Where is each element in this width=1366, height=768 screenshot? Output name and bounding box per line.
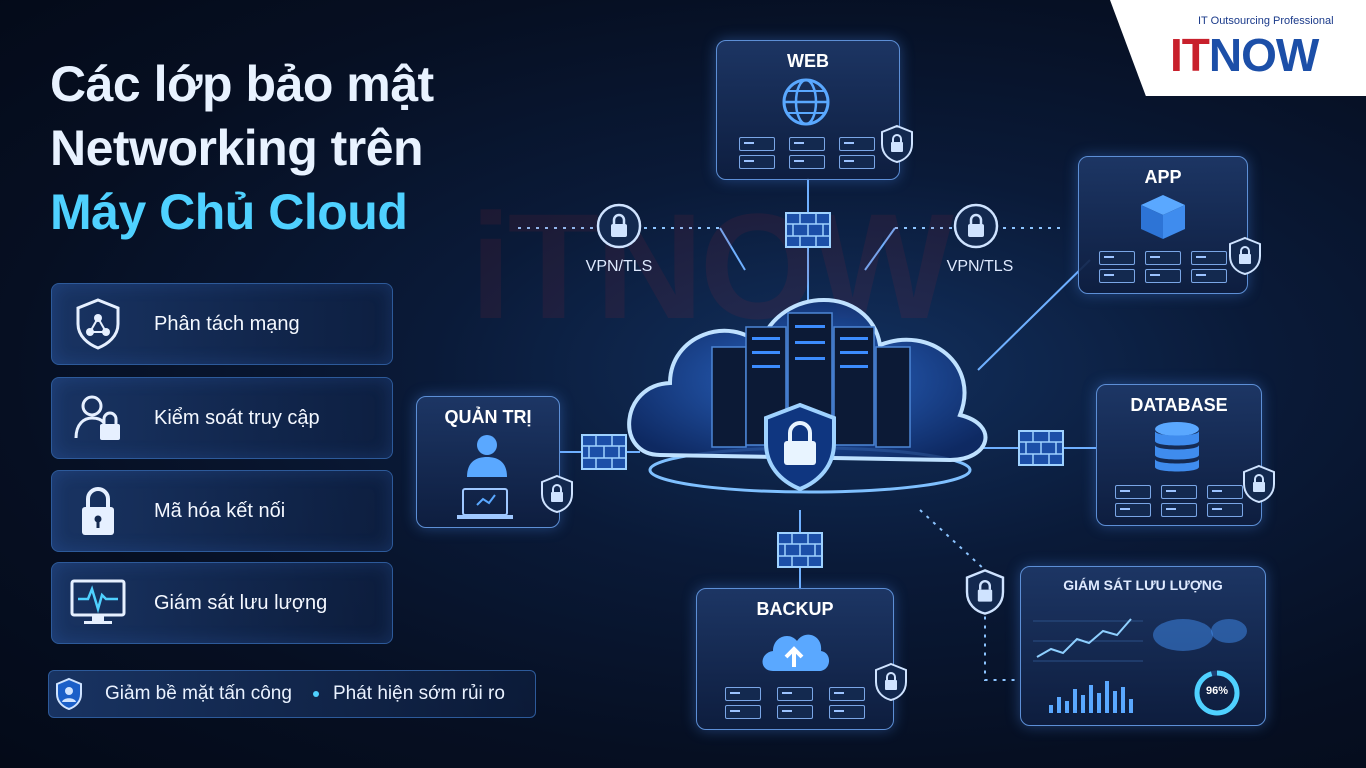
- gauge-value: 96%: [1205, 685, 1229, 697]
- benefits-bar: Giảm bề mặt tấn công Phát hiện sớm rủi r…: [48, 670, 536, 718]
- node-database: DATABASE: [1096, 384, 1262, 526]
- shield-lock-icon: [881, 124, 913, 164]
- node-admin: QUẢN TRỊ: [416, 396, 560, 528]
- monitor-dashboard: [1033, 618, 1247, 716]
- node-app: APP: [1078, 156, 1248, 294]
- feature-network-segmentation: Phân tách mạng: [51, 283, 393, 365]
- vpn-label-right: VPN/TLS: [946, 258, 1014, 275]
- traffic-monitor-panel: GIÁM SÁT LƯU LƯỢNG 96%: [1020, 566, 1266, 726]
- node-backup: BACKUP: [696, 588, 894, 730]
- monitor-pulse-icon: [70, 579, 126, 624]
- shield-lock-icon: [1229, 236, 1261, 276]
- firewall-icon: [777, 532, 823, 568]
- vpn-label-left: VPN/TLS: [585, 258, 653, 275]
- globe-icon: [782, 78, 830, 126]
- shield-lock-icon: [541, 474, 573, 514]
- title-line-2: Networking trên: [50, 120, 424, 176]
- feature-label: Giám sát lưu lượng: [154, 592, 328, 614]
- logo-wordmark: ITNOW: [1170, 29, 1319, 81]
- padlock-icon: [82, 487, 114, 535]
- watermark: iTNOW: [470, 182, 954, 350]
- firewall-icon: [785, 212, 831, 248]
- logo-tagline: IT Outsourcing Professional: [1198, 15, 1334, 27]
- database-icon: [1155, 422, 1199, 472]
- network-shield-icon: [76, 298, 120, 350]
- user-icon: [467, 435, 507, 477]
- node-title: DATABASE: [1130, 395, 1228, 415]
- node-title: APP: [1144, 167, 1182, 187]
- node-web: WEB: [716, 40, 900, 180]
- page-title: Các lớp bảo mật Networking trên Máy Chủ …: [50, 52, 434, 244]
- itnow-logo: IT Outsourcing Professional ITNOW: [1110, 0, 1366, 96]
- title-line-1: Các lớp bảo mật: [50, 56, 434, 112]
- shield-user-icon: [56, 677, 82, 711]
- feature-label: Kiểm soát truy cập: [154, 407, 320, 429]
- feature-label: Phân tách mạng: [154, 313, 300, 335]
- cube-icon: [1141, 195, 1185, 239]
- feature-encryption: Mã hóa kết nối: [51, 470, 393, 552]
- firewall-icon: [1018, 430, 1064, 466]
- monitor-title: GIÁM SÁT LƯU LƯỢNG: [1063, 577, 1223, 593]
- feature-label: Mã hóa kết nối: [154, 500, 286, 522]
- cloud-upload-icon: [762, 634, 830, 671]
- lock-circle-icon: [596, 203, 642, 249]
- benefit-1: Giảm bề mặt tấn công: [105, 683, 292, 704]
- cloud-server-icon: [627, 298, 988, 494]
- feature-traffic-monitoring: Giám sát lưu lượng: [51, 562, 393, 644]
- feature-access-control: Kiểm soát truy cập: [51, 377, 393, 459]
- shield-lock-icon: [1243, 464, 1275, 504]
- firewall-icon: [581, 434, 627, 470]
- user-lock-icon: [74, 395, 120, 440]
- node-title: WEB: [787, 51, 829, 71]
- bullet-dot: [313, 691, 319, 697]
- node-title: QUẢN TRỊ: [444, 407, 532, 427]
- lock-circle-icon: [953, 203, 999, 249]
- benefit-2: Phát hiện sớm rủi ro: [333, 683, 505, 704]
- title-line-3: Máy Chủ Cloud: [50, 184, 408, 240]
- shield-lock-icon: [965, 569, 1005, 615]
- node-title: BACKUP: [756, 599, 834, 619]
- laptop-icon: [457, 488, 513, 519]
- shield-lock-icon: [875, 662, 907, 702]
